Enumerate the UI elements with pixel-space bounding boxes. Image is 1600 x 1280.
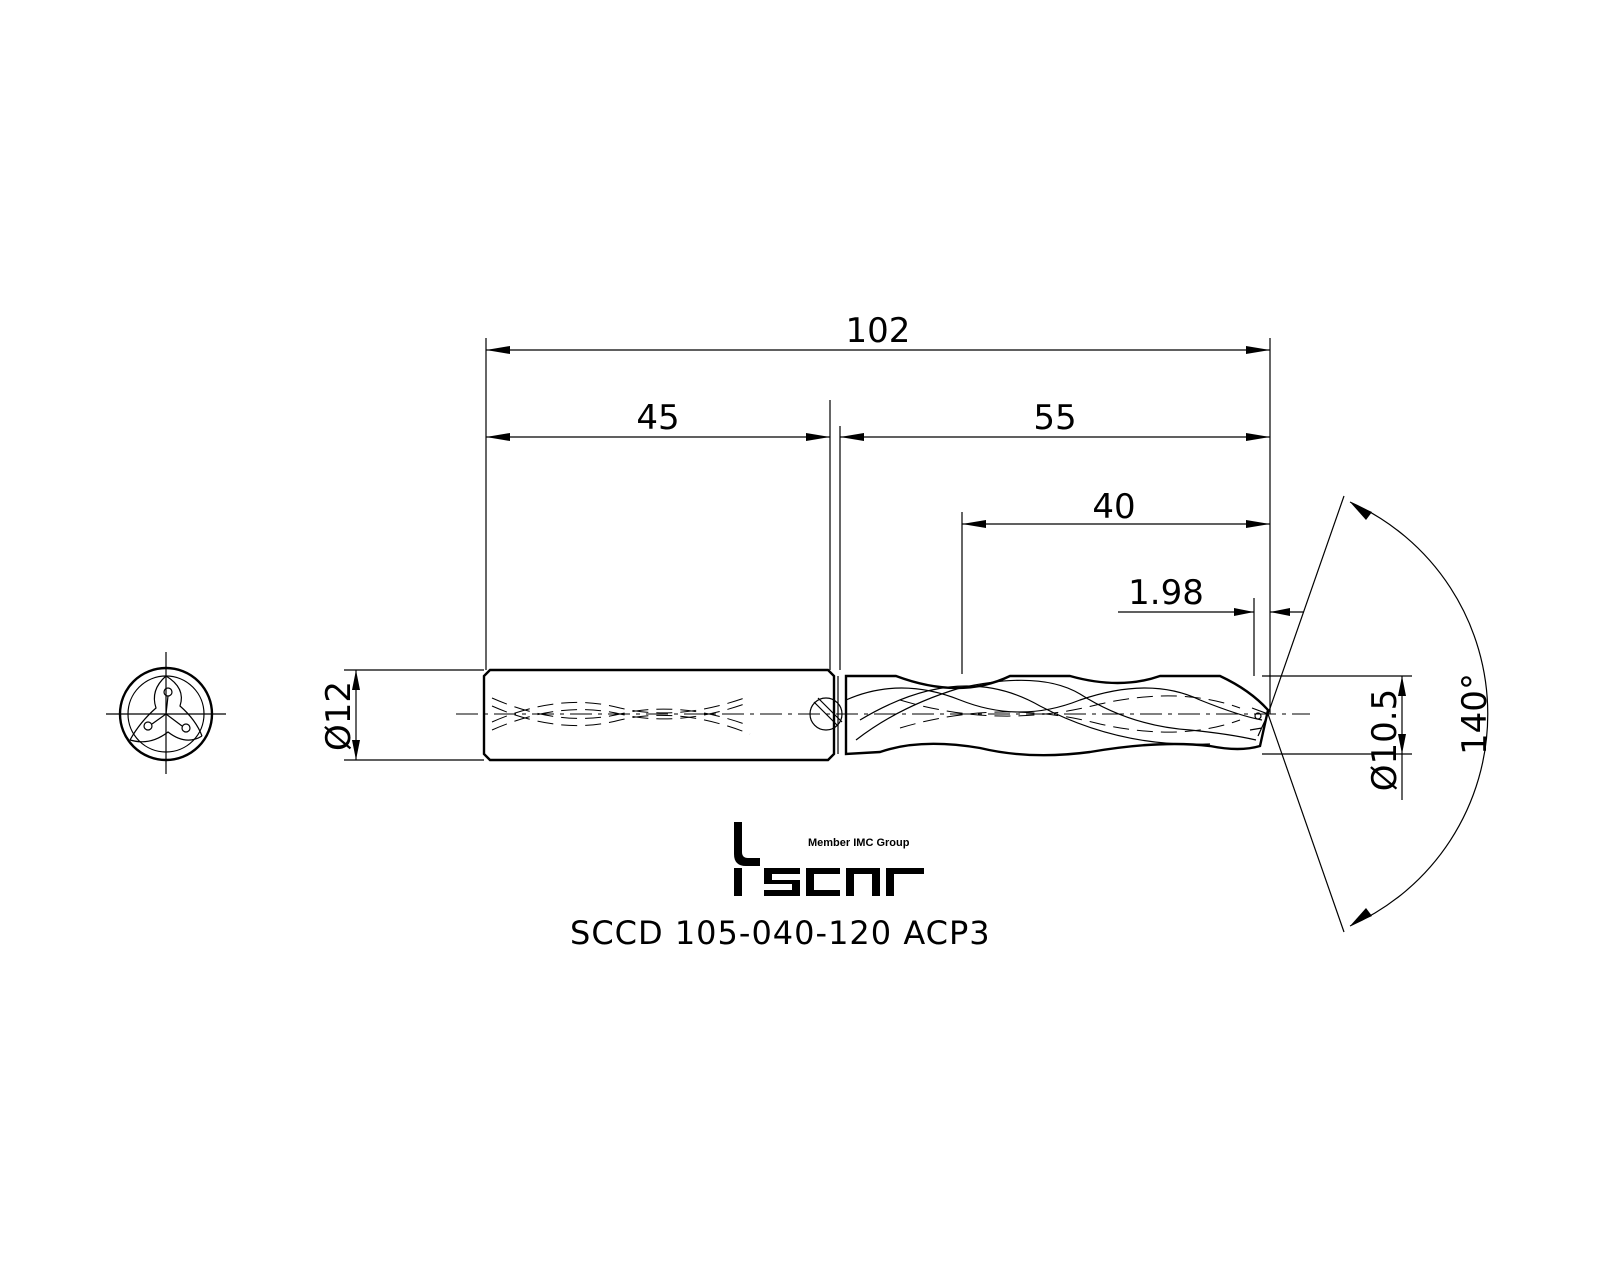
dim-tip-length-label: 1.98 (1128, 573, 1204, 613)
dim-drill-diameter-label: Ø10.5 (1365, 689, 1405, 791)
dim-shank-diameter-label: Ø12 (319, 681, 359, 751)
dim-shank-length: 45 (486, 398, 841, 670)
dim-body-length: 55 (840, 398, 1270, 441)
dim-flute-length: 40 (961, 487, 1270, 674)
dim-flute-length-label: 40 (1092, 487, 1135, 527)
dim-overall-length-label: 102 (846, 311, 911, 351)
dim-tip-length: 1.98 (1118, 573, 1304, 676)
dim-point-angle: 140° (1267, 495, 1495, 933)
dim-drill-diameter: Ø10.5 (1262, 675, 1412, 800)
part-number: SCCD 105-040-120 ACP3 (570, 914, 991, 952)
drill-shank (482, 668, 843, 762)
brand-logo: iscar Member IMC Group (734, 822, 924, 896)
dim-shank-diameter: Ø12 (319, 669, 484, 761)
dim-point-angle-label: 140° (1455, 673, 1495, 755)
end-view (106, 652, 226, 774)
dim-shank-length-label: 45 (636, 398, 679, 438)
dim-overall-length: 102 (485, 311, 1271, 714)
logo-tagline: Member IMC Group (808, 837, 910, 849)
drill-body (837, 674, 1270, 757)
dim-body-length-label: 55 (1033, 398, 1076, 438)
